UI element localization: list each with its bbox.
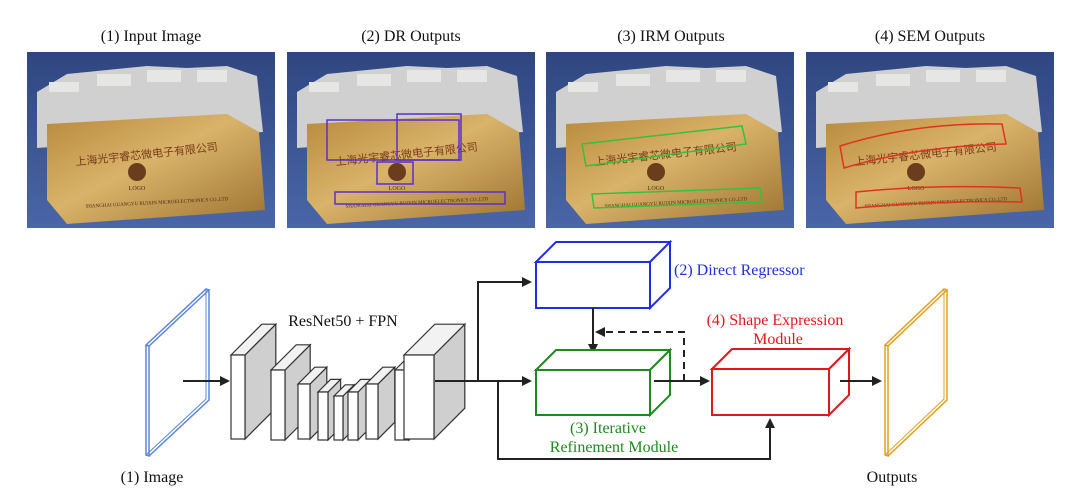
architecture-diagram: (1) Image ResNet50 + FPN (2) Direct Regr… <box>121 242 947 486</box>
dr-label: (2) Direct Regressor <box>674 262 805 279</box>
backbone-label: ResNet50 + FPN <box>288 313 398 330</box>
output-frame <box>885 289 947 456</box>
backbone-layer <box>231 324 276 439</box>
panel-caption-dr: (2) DR Outputs <box>361 28 461 45</box>
input-label: (1) Image <box>121 469 184 486</box>
panel-caption-input: (1) Input Image <box>101 28 201 45</box>
photo-input: 上海光宇睿芯微电子有限公司 LOGO SHANGHAI GUANGYU RUIX… <box>27 52 275 228</box>
irm-box <box>536 350 670 415</box>
input-frame <box>146 289 209 456</box>
plate-logo-caption: LOGO <box>389 186 406 192</box>
sem-box <box>712 349 849 415</box>
backbone-layer <box>366 367 395 439</box>
photo-irm-output: 上海光宇睿芯微电子有限公司 LOGO SHANGHAI GUANGYU RUIX… <box>546 52 794 228</box>
panel-caption-sem: (4) SEM Outputs <box>875 28 985 45</box>
backbone-layers <box>231 324 465 440</box>
irm-label-line1: (3) Iterative <box>570 420 646 437</box>
panel-caption-irm: (3) IRM Outputs <box>617 28 725 45</box>
dr-box <box>536 242 670 308</box>
panel-row: (1) Input Image (2) DR Outputs (3) IRM O… <box>27 28 1054 228</box>
plate-logo-caption: LOGO <box>129 186 146 192</box>
sem-label-line1: (4) Shape Expression <box>707 312 844 329</box>
sem-label-line2: Module <box>753 331 803 348</box>
irm-label-line2: Refinement Module <box>550 439 678 456</box>
arrow-to-dr <box>478 282 530 381</box>
output-label: Outputs <box>867 469 918 486</box>
photo-dr-output: 上海光宇睿芯微电子有限公司 LOGO SHANGHAI GUANGYU RUIX… <box>287 52 535 228</box>
photo-sem-output: 上海光宇睿芯微电子有限公司 LOGO SHANGHAI GUANGYU RUIX… <box>806 52 1054 228</box>
